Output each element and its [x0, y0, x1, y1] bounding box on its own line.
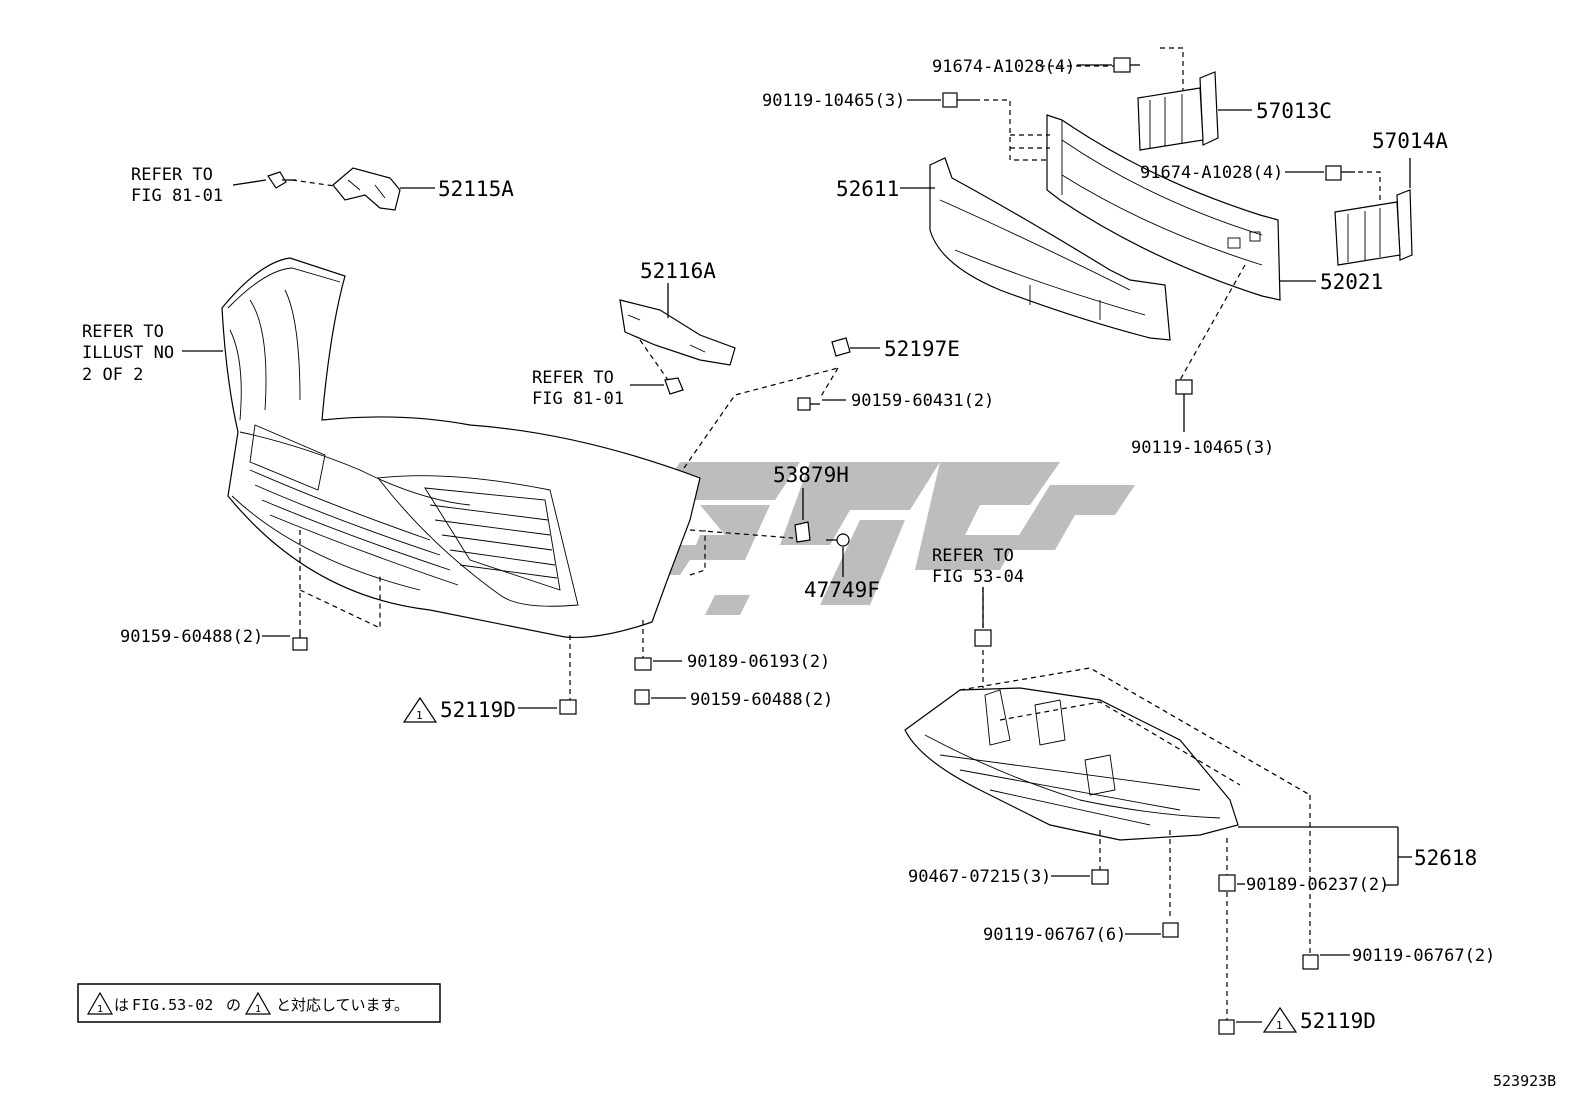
refer-text-line1: REFER TO [82, 322, 164, 342]
part-label-90189-06237: 90189-06237(2) [1246, 875, 1389, 895]
refer-fig-81-01-lower: REFER TO FIG 81-01 [532, 368, 624, 409]
note-text-4: と対応しています。 [276, 996, 409, 1014]
note-box: 1 は FIG.53-02 の 1 と対応しています。 [77, 983, 441, 1023]
part-label-52611: 52611 [836, 177, 899, 201]
clip-icon [831, 337, 851, 357]
screw-icon [826, 533, 850, 547]
note-text-2: FIG.53-02 [132, 996, 213, 1014]
refer-text-line2: ILLUST NO [82, 343, 174, 363]
screw-icon [797, 397, 820, 411]
fasteners [292, 57, 1355, 1035]
part-label-52119D-left: 52119D [440, 698, 516, 722]
refer-text-line2: FIG 81-01 [131, 186, 223, 206]
part-label-90119-10465-lower: 90119-10465(3) [1131, 438, 1274, 458]
nut-icon [1091, 869, 1109, 885]
triangle-mark: 1 [97, 1004, 103, 1015]
refer-fig-81-01-upper: REFER TO FIG 81-01 [131, 165, 223, 206]
part-label-90159-60488-left: 90159-60488(2) [120, 627, 263, 647]
refer-illust-no-2: REFER TO ILLUST NO 2 OF 2 [82, 322, 174, 385]
note-text-1: は [114, 996, 129, 1014]
bracket-52116A-illustration [619, 299, 736, 395]
part-label-52119D-right: 52119D [1300, 1009, 1376, 1033]
part-label-90189-06193: 90189-06193(2) [687, 652, 830, 672]
part-label-52021: 52021 [1320, 270, 1383, 294]
bracket-52115A-illustration [267, 167, 401, 211]
part-label-52116A: 52116A [640, 259, 716, 283]
warning-triangle-icon: 1 [402, 696, 438, 723]
refer-text-line1: REFER TO [532, 368, 614, 388]
note-text-3: の [226, 996, 241, 1014]
part-label-47749F: 47749F [804, 578, 880, 602]
nut-icon [634, 657, 652, 671]
triangle-mark: 1 [1276, 1019, 1283, 1032]
triangle-mark: 1 [416, 709, 423, 722]
part-label-90159-60488-right: 90159-60488(2) [690, 690, 833, 710]
bolt-icon [1175, 379, 1193, 405]
part-label-90159-60431: 90159-60431(2) [851, 391, 994, 411]
leader-lines [182, 64, 1412, 1023]
warning-triangle-icon: 1 [1262, 1006, 1298, 1033]
crashbox-57014A-illustration [1334, 171, 1413, 266]
part-label-52618: 52618 [1414, 846, 1477, 870]
part-label-52115A: 52115A [438, 177, 514, 201]
diagram-id: 523923B [1493, 1072, 1556, 1090]
nut-icon [974, 629, 992, 647]
bolt-icon [292, 632, 308, 651]
triangle-mark: 1 [255, 1004, 261, 1015]
part-label-52197E: 52197E [884, 337, 960, 361]
under-cover-52618-illustration [904, 667, 1311, 841]
refer-text-line3: 2 OF 2 [82, 365, 143, 385]
refer-text-line2: FIG 53-04 [932, 567, 1024, 587]
bolt-icon [559, 699, 577, 715]
part-label-53879H: 53879H [773, 463, 849, 487]
bolt-icon [1162, 922, 1179, 938]
bolt-icon [1218, 1019, 1235, 1035]
bolt-icon [1302, 954, 1319, 970]
bumper-cover-illustration [221, 257, 701, 638]
part-label-57013C: 57013C [1256, 99, 1332, 123]
part-label-90467-07215: 90467-07215(3) [908, 867, 1051, 887]
refer-text-line1: REFER TO [131, 165, 213, 185]
refer-text-line2: FIG 81-01 [532, 389, 624, 409]
refer-fig-53-04: REFER TO FIG 53-04 [932, 546, 1024, 587]
bolt-icon [634, 689, 650, 705]
part-label-57014A: 57014A [1372, 129, 1448, 153]
bolt-icon [1113, 57, 1140, 73]
reinforcement-52021-illustration [1046, 114, 1281, 301]
nut-icon [1218, 874, 1236, 892]
bolt-icon [1325, 165, 1355, 181]
absorber-52611-illustration [929, 157, 1171, 341]
part-label-90119-06767-two: 90119-06767(2) [1352, 946, 1495, 966]
refer-text-line1: REFER TO [932, 546, 1014, 566]
part-label-91674-A1028-upper: 91674-A1028(4) [932, 57, 1075, 77]
crashbox-57013C-illustration [1137, 47, 1219, 151]
clip-icon [794, 521, 811, 543]
bolt-icon [942, 92, 975, 108]
part-label-91674-A1028-lower: 91674-A1028(4) [1140, 163, 1283, 183]
part-label-90119-10465-upper: 90119-10465(3) [762, 91, 905, 111]
part-label-90119-06767-six: 90119-06767(6) [983, 925, 1126, 945]
